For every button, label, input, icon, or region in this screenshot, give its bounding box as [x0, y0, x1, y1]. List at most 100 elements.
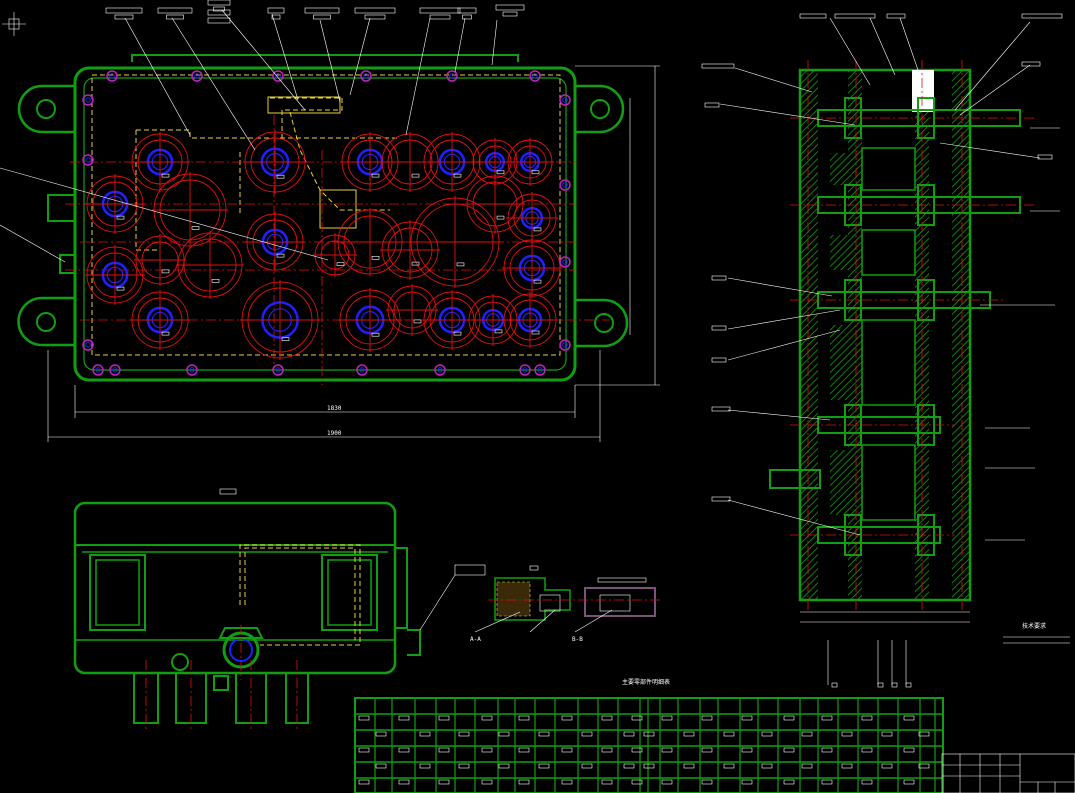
- gear-section-1: [830, 147, 916, 191]
- table-cell-mark: [398, 715, 410, 721]
- bolt-11: [559, 179, 571, 191]
- plan-callout-7: [419, 7, 461, 20]
- gear-13: [336, 208, 404, 276]
- shaft-2: [790, 184, 1035, 226]
- bolt-16: [186, 364, 198, 376]
- section-callout-4: [1021, 13, 1063, 19]
- table-cell-mark: [741, 747, 753, 753]
- table-cell-mark: [918, 763, 930, 769]
- table-cell-mark: [701, 715, 713, 721]
- shaft-1: [790, 97, 1035, 139]
- table-cell-mark: [438, 747, 450, 753]
- bolt-2: [191, 70, 203, 82]
- table-cell-mark: [438, 715, 450, 721]
- gear-14: [409, 196, 501, 288]
- bolt-19: [434, 364, 446, 376]
- section-callout-1: [799, 13, 827, 19]
- section-callout-7: [711, 275, 727, 281]
- table-cell-mark: [841, 763, 853, 769]
- bolt-14: [92, 364, 104, 376]
- table-cell-mark: [723, 763, 735, 769]
- table-cell-mark: [683, 731, 695, 737]
- table-cell-mark: [358, 747, 370, 753]
- table-cell-mark: [701, 747, 713, 753]
- table-cell-mark: [661, 747, 673, 753]
- technical-requirements-title: 技术要求: [1022, 622, 1046, 630]
- section-callout-12: [1021, 61, 1041, 67]
- plan-callout-6: [354, 7, 396, 20]
- table-cell-mark: [375, 763, 387, 769]
- bolt-15: [109, 364, 121, 376]
- table-cell-mark: [481, 779, 493, 785]
- gear-27: [313, 233, 357, 277]
- gear-section-3: [830, 319, 916, 406]
- gear-12: [506, 138, 554, 186]
- gear-section-4: [830, 444, 916, 521]
- detail-views: A-A B-B: [454, 564, 662, 643]
- plan-view-callouts: [105, 0, 525, 24]
- bolt-17: [272, 364, 284, 376]
- gear-3: [85, 245, 145, 305]
- table-cell-mark: [623, 763, 635, 769]
- shaft-4: [790, 404, 955, 446]
- bolt-12: [559, 256, 571, 268]
- bolt-21: [534, 364, 546, 376]
- table-cell-mark: [631, 715, 643, 721]
- bolt-10: [559, 94, 571, 106]
- bolt-3: [272, 70, 284, 82]
- table-cell-mark: [581, 731, 593, 737]
- table-cell-mark: [561, 779, 573, 785]
- table-cell-mark: [861, 747, 873, 753]
- shaft-5: [790, 514, 955, 556]
- bolt-5: [446, 70, 458, 82]
- plan-callout-4: [267, 7, 285, 20]
- table-cell-mark: [518, 747, 530, 753]
- table-cell-mark: [661, 779, 673, 785]
- gear-25: [134, 234, 186, 286]
- table-cell-mark: [903, 779, 915, 785]
- plan-callout-1: [105, 7, 143, 20]
- bolt-4: [360, 70, 372, 82]
- section-callout-10: [711, 406, 731, 412]
- table-cell-mark: [518, 779, 530, 785]
- table-cell-mark: [458, 731, 470, 737]
- plan-callout-extra-2: [207, 17, 231, 24]
- table-cell-mark: [861, 715, 873, 721]
- table-cell-mark: [801, 731, 813, 737]
- table-cell-mark: [518, 715, 530, 721]
- table-cell-mark: [643, 763, 655, 769]
- table-cell-mark: [821, 779, 833, 785]
- bolt-9: [82, 339, 94, 351]
- plan-dim-overall: 1900: [327, 430, 342, 437]
- table-cell-mark: [601, 779, 613, 785]
- table-cell-mark: [498, 763, 510, 769]
- table-cell-mark: [881, 731, 893, 737]
- table-cell-mark: [683, 763, 695, 769]
- bolt-6: [529, 70, 541, 82]
- gear-2: [85, 174, 145, 234]
- bolt-20: [519, 364, 531, 376]
- table-cell-mark: [661, 715, 673, 721]
- input-shaft-stub: [769, 469, 821, 489]
- section-callout-9: [711, 357, 727, 363]
- table-cell-mark: [481, 715, 493, 721]
- table-cell-mark: [918, 731, 930, 737]
- table-cell-mark: [438, 779, 450, 785]
- table-cell-mark: [761, 731, 773, 737]
- gear-section-2: [830, 229, 916, 276]
- gear-7: [240, 280, 320, 360]
- table-cell-mark: [481, 747, 493, 753]
- table-cell-mark: [783, 747, 795, 753]
- table-cell-mark: [643, 731, 655, 737]
- section-callout-6: [704, 102, 720, 108]
- section-callout-13: [1037, 154, 1053, 160]
- gear-4: [130, 290, 190, 350]
- table-cell-mark: [841, 731, 853, 737]
- table-cell-mark: [701, 779, 713, 785]
- plan-view: 1830 1900: [0, 9, 660, 442]
- bolt-1: [106, 70, 118, 82]
- table-cell-mark: [538, 763, 550, 769]
- table-cell-mark: [631, 747, 643, 753]
- section-callout-2: [834, 13, 876, 19]
